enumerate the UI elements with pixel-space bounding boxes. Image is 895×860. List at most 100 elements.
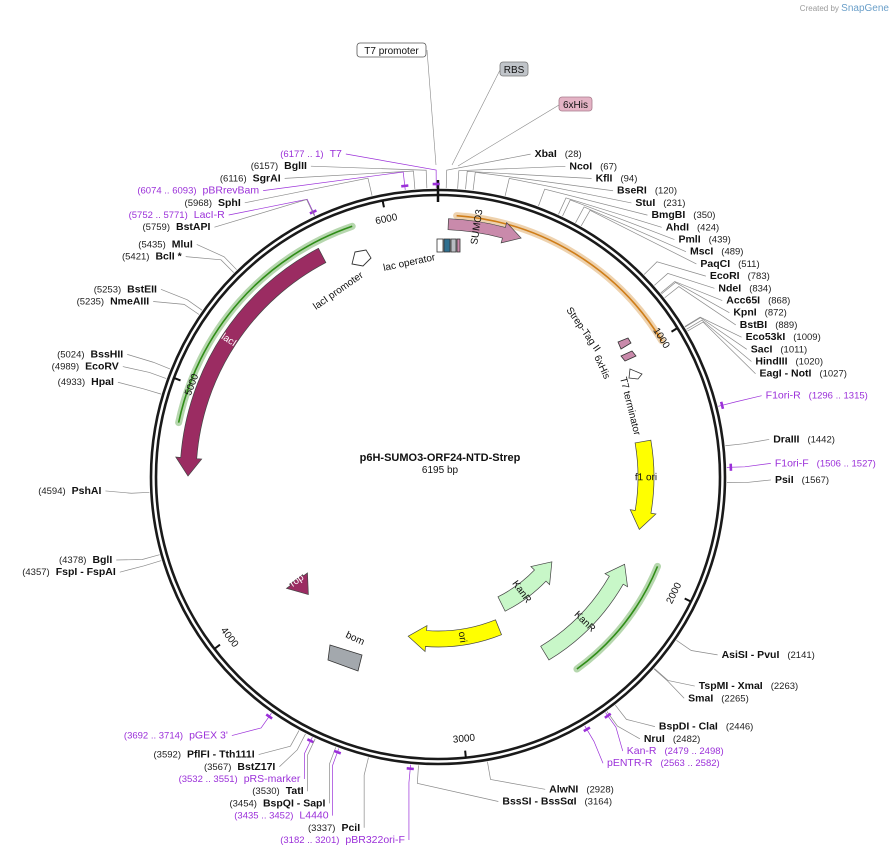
label-position: (5968) (185, 198, 212, 209)
leader-line (228, 198, 316, 216)
leader-line (615, 704, 656, 727)
leader-line (718, 395, 762, 407)
restriction-site-label: BmgBI(350) (651, 209, 715, 221)
label-name: L4440 (299, 810, 328, 822)
restriction-site-label: (5253)BstEII (94, 283, 157, 295)
leader-line (105, 490, 150, 494)
label-name: NruI (644, 733, 665, 745)
label-name: SacI (751, 343, 773, 355)
label-position: (4594) (38, 486, 65, 497)
leader-line (408, 764, 411, 840)
restriction-site-label: TspMI - XmaI(2263) (699, 680, 798, 692)
label-position: (2482) (673, 734, 700, 745)
label-name: SphI (218, 197, 241, 209)
label-position: (424) (697, 222, 719, 233)
his-tag-box: 6xHis (558, 96, 593, 112)
label-name: NdeI (718, 282, 741, 294)
primer-label: (3532 .. 3551)pRS-marker (179, 773, 301, 785)
label-name: SgrAI (253, 172, 281, 184)
label-name: KflI (596, 173, 613, 185)
label-layer: XbaI(28)NcoI(67)KflI(94)BseRI(120)StuI(2… (22, 148, 876, 846)
leader-line (263, 171, 406, 191)
label-position: (4357) (22, 567, 49, 578)
restriction-site-label: AsiSI - PvuI(2141) (722, 649, 815, 661)
primer-label: (6177 .. 1)T7 (280, 148, 342, 160)
leader-line (653, 668, 685, 699)
restriction-site-label: (3454)BspQI - SapI (229, 797, 325, 809)
label-name: PshAI (72, 485, 102, 497)
restriction-site-label: HindIII(1020) (755, 356, 823, 368)
restriction-site-label: EagI - NotI(1027) (760, 368, 847, 380)
restriction-site-label: PaqCI(511) (700, 258, 759, 270)
leader-line (676, 640, 718, 656)
label-name: TspMI - XmaI (699, 680, 763, 692)
t7-terminator-label: T7 terminator (617, 376, 642, 437)
leader-line (244, 177, 373, 204)
restriction-site-label: BstBI(889) (740, 319, 798, 331)
leader-line (307, 738, 316, 792)
restriction-site-label: (6157)BglII (251, 160, 307, 172)
label-position: (489) (721, 247, 743, 258)
label-position: (2446) (726, 722, 753, 733)
leader-line (117, 381, 162, 395)
leader-line (504, 177, 632, 204)
label-position: (3692 .. 3714) (124, 731, 183, 742)
leader-line (465, 171, 592, 190)
leader-line (284, 170, 416, 189)
restriction-site-label: (4933)HpaI (58, 376, 114, 388)
label-name: PmlI (678, 234, 700, 246)
label-position: (783) (748, 271, 770, 282)
lac-operator-glyph (351, 249, 372, 267)
leader-line (726, 479, 771, 484)
label-name: BstBI (740, 319, 768, 331)
tick-label: 4000 (218, 625, 241, 650)
label-position: (2928) (586, 784, 613, 795)
leader-line (654, 668, 695, 687)
small-feature-glyphs (327, 238, 643, 672)
label-name: AsiSI - PvuI (722, 649, 780, 661)
leader-line (654, 273, 715, 289)
translation-arc-kanr (576, 566, 659, 670)
restriction-site-label: Acc65I(868) (726, 295, 790, 307)
label-position: (872) (765, 308, 787, 319)
label-name: Kan-R (627, 745, 657, 757)
primer-mark (406, 767, 414, 771)
label-position: (3592) (154, 750, 181, 761)
label-position: (3164) (585, 796, 612, 807)
label-name: BstZ17I (237, 761, 275, 773)
tick-mark (464, 750, 467, 758)
label-position: (1020) (796, 357, 823, 368)
label-position: (2563 .. 2582) (661, 758, 720, 769)
label-position: (94) (620, 174, 637, 185)
leader-line (664, 286, 736, 326)
label-position: (4989) (52, 362, 79, 373)
label-name: BssSI - BssSαI (502, 795, 576, 807)
feature-arrow-sumo3 (447, 218, 522, 244)
leader-line (562, 199, 675, 240)
label-name: BseRI (617, 185, 647, 197)
label-name: BssHII (91, 348, 124, 360)
label-position: (6116) (220, 173, 247, 184)
leader-line (160, 288, 203, 311)
primer-label: (3435 .. 3452) L4440 (234, 810, 329, 822)
leader-line (329, 747, 337, 804)
label-name: BglII (284, 160, 307, 172)
leader-line (661, 282, 730, 314)
primer-mark (719, 401, 725, 410)
primer-mark (309, 209, 317, 215)
restriction-site-label: NdeI(834) (718, 282, 771, 294)
restriction-site-label: MscI(489) (690, 246, 744, 258)
label-position: (3435 .. 3452) (234, 811, 293, 822)
leader-line (345, 153, 437, 189)
restriction-site-label: NruI (2482) (644, 733, 700, 745)
label-position: (5752 .. 5771) (129, 210, 188, 221)
label-name: NcoI (569, 160, 592, 172)
primer-label: (3692 .. 3714)pGEX 3' (124, 730, 228, 742)
label-name: DraIII (773, 433, 799, 445)
label-name: PaqCI (700, 258, 730, 270)
primer-mark (333, 749, 342, 755)
his-tag-box-label: 6xHis (563, 100, 588, 111)
label-position: (1009) (793, 332, 820, 343)
restriction-site-label: PmlI(439) (678, 234, 730, 246)
